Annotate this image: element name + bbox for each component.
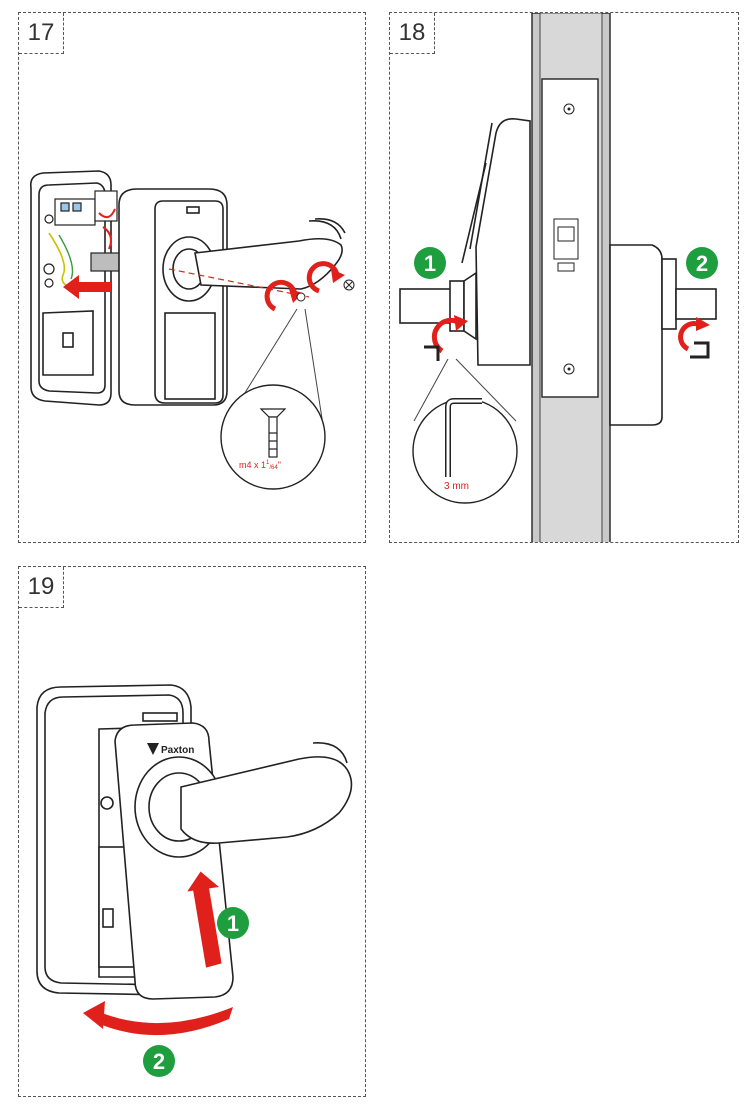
callout-line: [413, 358, 449, 422]
hex-key-size-label: 3 mm: [444, 481, 469, 492]
svg-text:1: 1: [424, 251, 436, 276]
right-escutcheon: [609, 244, 717, 426]
step-number: 17: [19, 13, 64, 54]
step-17-illustration: m4 x 11/64": [29, 170, 355, 490]
escutcheon: [118, 188, 228, 406]
badge-1: 1: [217, 907, 249, 939]
step-number: 19: [19, 567, 64, 608]
badge-2: 2: [143, 1045, 175, 1077]
paxton-logo: Paxton: [147, 743, 194, 756]
step-17-panel: 17: [18, 12, 366, 543]
push-arrow-icon: [187, 871, 222, 968]
left-escutcheon: [399, 117, 531, 366]
screw-path: [168, 268, 310, 298]
door-section: [531, 13, 611, 542]
push-arrow-icon: [63, 275, 111, 299]
rotate-arrow-icon: [264, 261, 340, 312]
screw-size-label: m4 x 11/64": [239, 460, 281, 471]
svg-text:Paxton: Paxton: [161, 745, 194, 756]
lever-handle: [162, 217, 346, 302]
wiring-terminals: [43, 190, 118, 290]
lever-handle: [134, 742, 353, 858]
step-18-illustration: 1 2 3 mm: [399, 13, 718, 542]
badge-1: 1: [414, 247, 446, 279]
svg-text:2: 2: [696, 251, 708, 276]
step-19-panel: 19 Paxton 1: [18, 566, 366, 1097]
step-19-illustration: Paxton 1 2: [36, 684, 353, 1077]
rotate-arrow-icon: [97, 1007, 233, 1036]
step-18-panel: 18: [389, 12, 739, 543]
svg-text:2: 2: [153, 1049, 165, 1074]
badge-2: 2: [686, 247, 718, 279]
screw-icon: [259, 408, 287, 458]
svg-text:1: 1: [227, 911, 239, 936]
step-number: 18: [390, 13, 435, 54]
